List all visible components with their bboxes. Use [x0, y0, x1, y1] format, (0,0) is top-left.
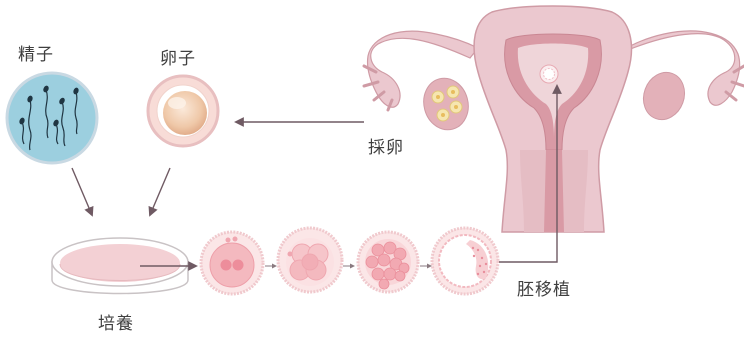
arrow-egg-to-dish	[150, 168, 170, 215]
label-egg: 卵子	[160, 44, 196, 69]
blastocyst-icon	[432, 228, 498, 294]
label-culture: 培養	[98, 309, 134, 334]
egg-cell-icon	[148, 76, 218, 146]
label-embryo-transfer: 胚移植	[517, 275, 571, 300]
morula-icon	[358, 232, 418, 292]
zygote-icon	[201, 232, 263, 294]
label-egg-retrieval: 採卵	[368, 133, 404, 158]
label-sperm: 精子	[18, 40, 54, 65]
sperm-icon	[7, 73, 97, 163]
uterus-icon	[364, 6, 744, 232]
cleavage-embryo-icon	[278, 228, 342, 292]
arrow-sperm-to-dish	[72, 168, 92, 215]
